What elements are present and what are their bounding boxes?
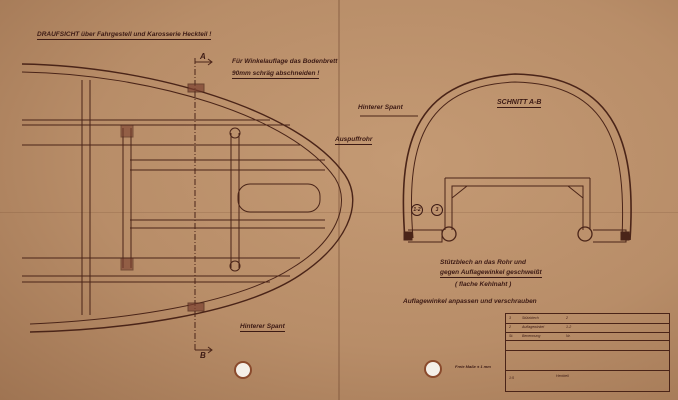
exhaust-label: Auspuffrohr — [335, 136, 373, 145]
plan-view-drawing — [21, 58, 354, 354]
weld-note: gegen Auflagewinkel geschweißt — [440, 269, 542, 278]
paper-fold — [0, 212, 678, 213]
section-arrow-b — [195, 346, 213, 354]
bolt — [620, 231, 630, 241]
weld-note: ( flache Kehlnaht ) — [455, 281, 512, 288]
crossmember-1 — [81, 80, 91, 315]
tube-section — [441, 226, 457, 242]
frame-rail-lower — [22, 257, 300, 283]
bracket — [120, 257, 134, 271]
rear-frame-label: Hinterer Spant — [358, 104, 403, 111]
punch-hole — [236, 363, 250, 377]
rear-frame-outer — [402, 73, 632, 241]
section-title: SCHNITT A-B — [497, 99, 542, 108]
crossmember-2 — [122, 128, 132, 268]
crossbar — [130, 159, 325, 229]
callout-bubble: 3 — [431, 204, 443, 216]
tube-end — [229, 127, 241, 139]
note-text: 90mm schräg abschneiden ! — [232, 70, 320, 79]
plan-view-title: DRAUFSICHT über Fahrgestell und Karosser… — [37, 31, 212, 40]
mount-plate — [187, 83, 205, 93]
note-text: Für Winkelauflage das Bodenbrett — [232, 58, 338, 65]
rear-frame-inner — [410, 81, 624, 239]
punch-hole — [426, 362, 440, 376]
tolerance-note: Freie Maße ± 1 mm — [455, 364, 491, 369]
weld-note: Stützblech an das Rohr und — [440, 259, 526, 266]
exhaust-slot — [237, 183, 321, 213]
tube-section — [577, 226, 593, 242]
bracket — [120, 124, 134, 138]
section-mark-b: B — [200, 351, 206, 360]
frame-rail-upper — [22, 119, 300, 146]
section-view-drawing — [360, 73, 632, 243]
gusset — [451, 185, 584, 200]
section-arrow-a — [195, 58, 213, 66]
tube-end — [229, 260, 241, 272]
paper-fold — [338, 0, 340, 400]
section-mark-a: A — [200, 52, 206, 61]
rear-frame-label: Hinterer Spant — [240, 323, 285, 332]
callout-bubble: 1-2 — [411, 204, 423, 216]
title-block: 3 Stützblech 2 2 Auflagewinkel 1-2 St. B… — [505, 313, 670, 392]
body-outline-outer — [21, 63, 354, 333]
bolt — [403, 231, 413, 241]
body-outline-inner — [21, 71, 342, 325]
support-angle — [408, 229, 627, 243]
fit-note: Auflagewinkel anpassen und verschrauben — [403, 298, 537, 305]
cross-frame — [444, 177, 591, 230]
crossmember-3 — [230, 133, 240, 268]
mount-plate — [187, 302, 205, 312]
